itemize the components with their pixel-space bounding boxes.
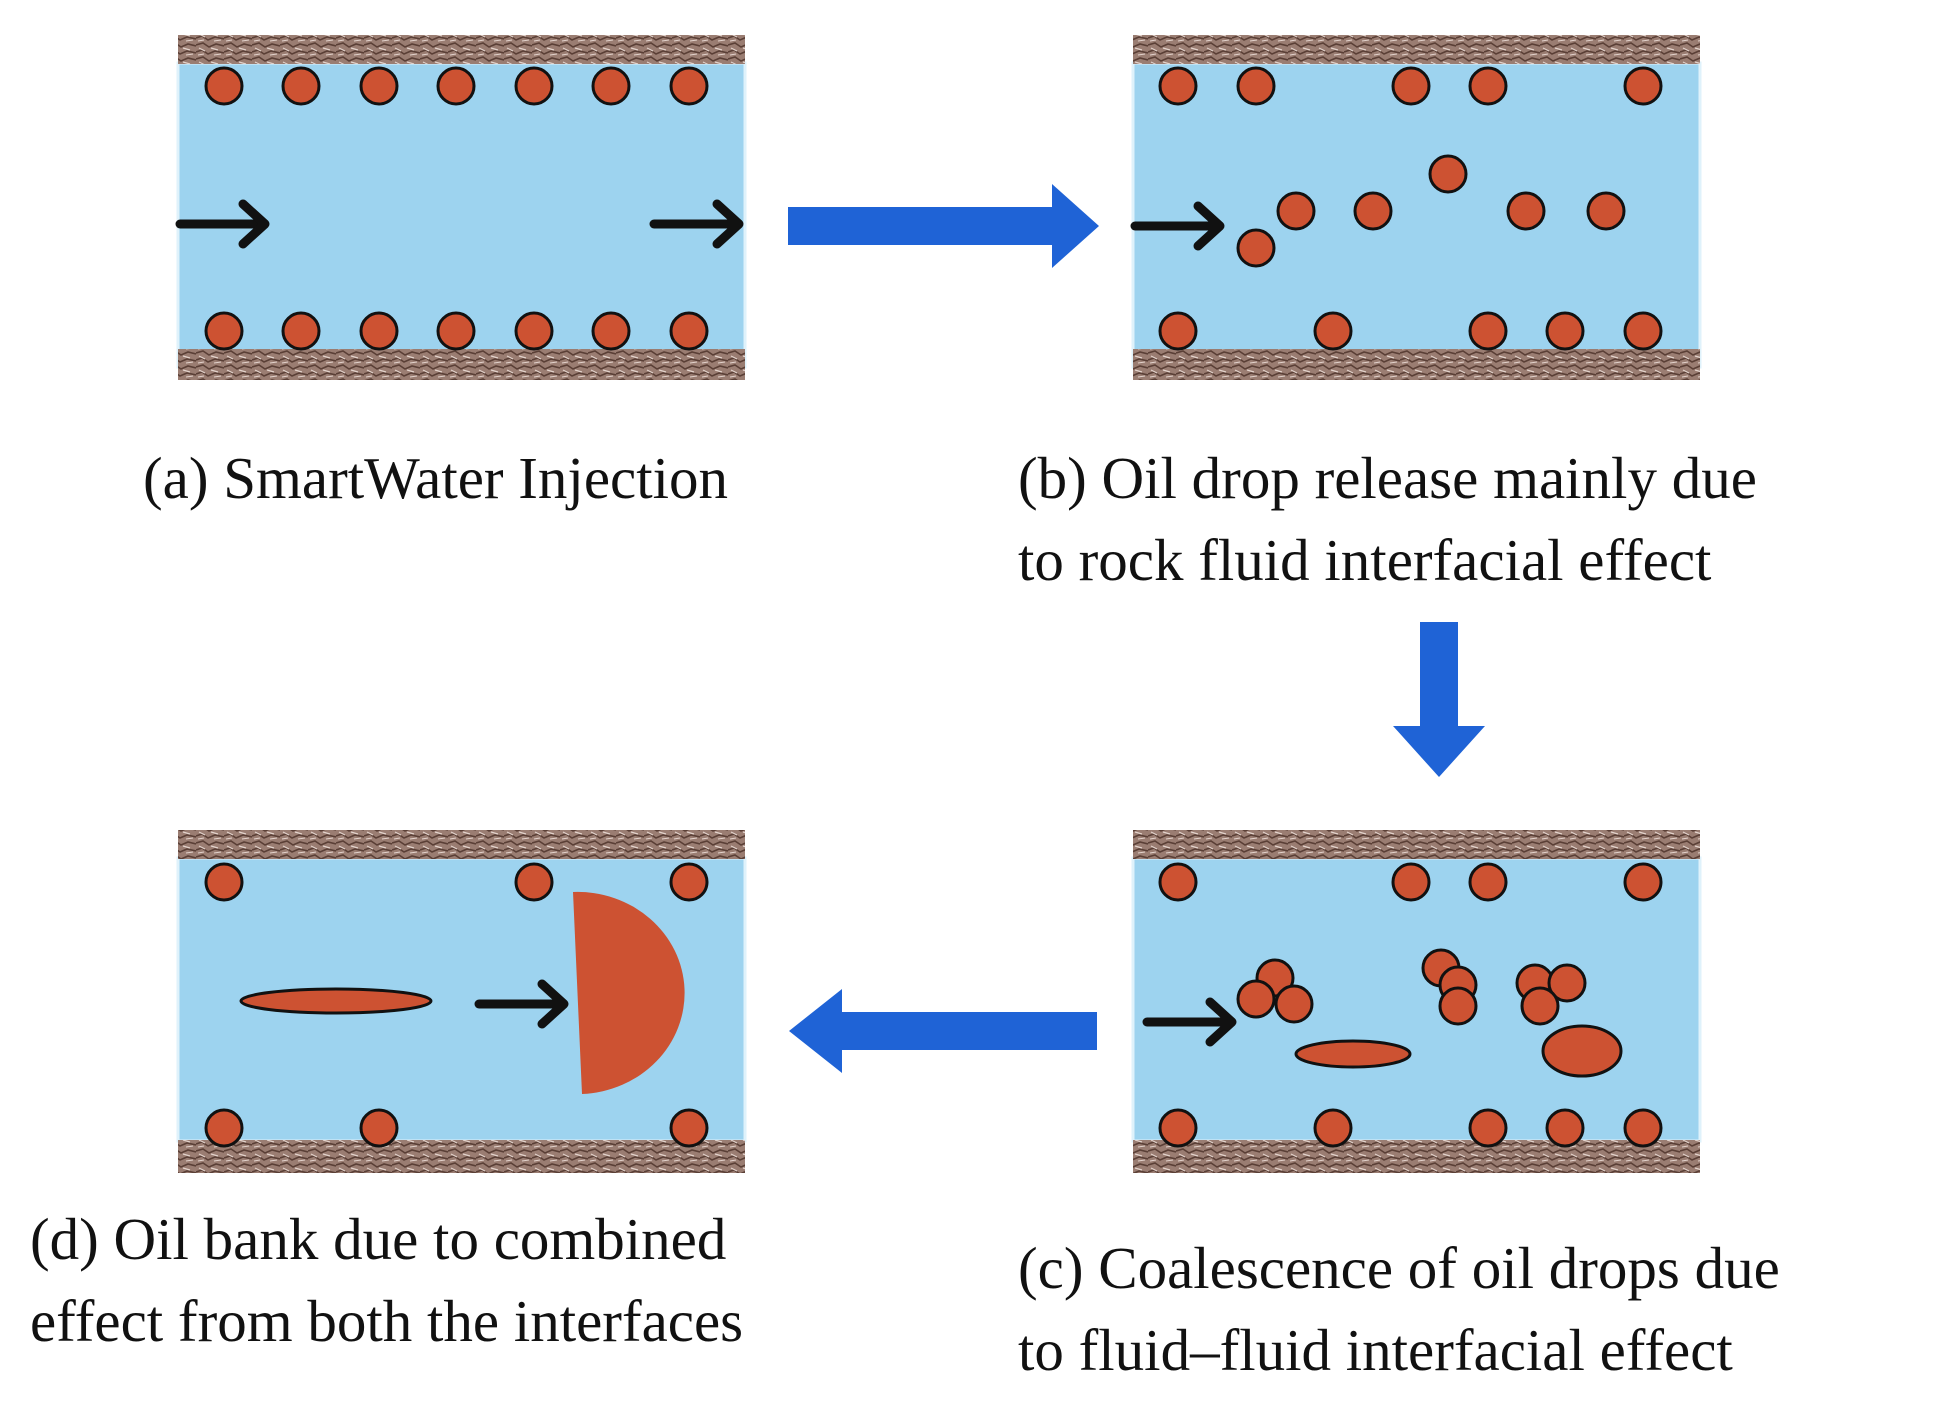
flow-arrow-outlet-a (649, 199, 744, 249)
oil-drop (591, 311, 631, 351)
oil-drop (436, 311, 476, 351)
process-arrow-b-to-c (1393, 622, 1485, 777)
rock-wall-bottom-a (178, 349, 745, 380)
oil-drops-bottom-b (1158, 311, 1663, 351)
panel-a (175, 35, 747, 380)
caption-b-line-1: (b) Oil drop release mainly due (1018, 445, 1757, 511)
coalesced-cluster-3 (1515, 963, 1587, 1026)
oil-drop (281, 66, 321, 106)
oil-drop (1520, 986, 1560, 1026)
oil-drops-top-b (1158, 66, 1663, 106)
oil-drop (1158, 1108, 1198, 1148)
oil-drops-top-c (1158, 862, 1663, 902)
oil-drop (591, 66, 631, 106)
oil-drop (1158, 311, 1198, 351)
oil-drop (1623, 1108, 1663, 1148)
oil-drop (1468, 311, 1508, 351)
flow-arrow-d (474, 979, 569, 1029)
caption-d-line-1: (d) Oil bank due to combined (30, 1206, 727, 1272)
oil-drop (1438, 986, 1478, 1026)
oil-drop (514, 311, 554, 351)
coalesced-cluster-1 (1236, 958, 1314, 1024)
oil-drop (1158, 66, 1198, 106)
oil-bank (573, 891, 685, 1094)
oil-drop (1158, 862, 1198, 902)
oil-drops-bottom-a (204, 311, 709, 351)
oil-drop (669, 311, 709, 351)
oil-drop (1428, 154, 1468, 194)
oil-drop (1623, 862, 1663, 902)
oil-drops-bottom-c (1158, 1108, 1663, 1148)
rock-wall-bottom-c (1133, 1140, 1700, 1173)
oil-drop (1506, 191, 1546, 231)
oil-drop (1547, 963, 1587, 1003)
oil-drop (669, 862, 709, 902)
oil-drops-top-d (204, 862, 709, 902)
panel-b (1130, 35, 1702, 380)
merged-oil-ellipse-round (1541, 1024, 1623, 1078)
oil-drop (1313, 1108, 1353, 1148)
rock-wall-top-c (1133, 830, 1700, 859)
oil-drop (204, 1108, 244, 1148)
oil-drop (1468, 1108, 1508, 1148)
caption-c: (c) Coalescence of oil drops due to flui… (1018, 1227, 1780, 1391)
oil-drop (669, 1108, 709, 1148)
oil-drop (204, 66, 244, 106)
oil-drop (514, 66, 554, 106)
rock-wall-bottom-d (178, 1140, 745, 1173)
merged-oil-ellipse-flat (1294, 1039, 1412, 1069)
oil-drop (1236, 66, 1276, 106)
caption-c-line-2: to fluid–fluid interfacial effect (1018, 1317, 1733, 1383)
flow-arrow-inlet-c (1142, 997, 1237, 1047)
oil-drop (1586, 191, 1626, 231)
oil-drop (1353, 191, 1393, 231)
caption-b-line-2: to rock fluid interfacial effect (1018, 527, 1712, 593)
caption-c-line-1: (c) Coalescence of oil drops due (1018, 1235, 1780, 1301)
rock-wall-bottom-b (1133, 349, 1700, 380)
caption-d-line-2: effect from both the interfaces (30, 1288, 744, 1354)
oil-drop (1313, 311, 1353, 351)
rock-wall-top-b (1133, 35, 1700, 64)
flow-arrow-inlet-b (1130, 201, 1225, 251)
oil-drop (1276, 191, 1316, 231)
oil-drop (359, 311, 399, 351)
oil-drop (1545, 1108, 1585, 1148)
oil-drop (1468, 862, 1508, 902)
oil-drop (1236, 979, 1276, 1019)
oil-drop (1545, 311, 1585, 351)
process-arrow-a-to-b (788, 184, 1099, 268)
oil-drop (281, 311, 321, 351)
oil-drop (1623, 311, 1663, 351)
oil-drop (359, 1108, 399, 1148)
oil-drop (1468, 66, 1508, 106)
caption-a: (a) SmartWater Injection (143, 437, 728, 519)
oil-drops-released-b (1236, 154, 1626, 268)
panel-d (176, 830, 747, 1173)
flow-arrow-inlet-a (175, 199, 270, 249)
oil-drop (1236, 228, 1276, 268)
oil-drop (359, 66, 399, 106)
rock-wall-top-d (178, 830, 745, 859)
caption-d: (d) Oil bank due to combined effect from… (30, 1198, 743, 1362)
oil-drops-top-a (204, 66, 709, 106)
process-arrow-c-to-d (789, 989, 1097, 1073)
oil-drop (1391, 66, 1431, 106)
oil-drop (1391, 862, 1431, 902)
oil-drop (514, 862, 554, 902)
pore-channel-c (1131, 856, 1702, 1143)
panel-c (1131, 830, 1702, 1173)
coalesced-cluster-2 (1421, 948, 1478, 1026)
stretched-oil-drop (239, 987, 433, 1015)
oil-drop (204, 862, 244, 902)
caption-b: (b) Oil drop release mainly due to rock … (1018, 437, 1757, 601)
oil-drop (1274, 984, 1314, 1024)
oil-drop (669, 66, 709, 106)
oil-drops-bottom-d (204, 1108, 709, 1148)
rock-wall-top-a (178, 35, 745, 64)
oil-drop (436, 66, 476, 106)
oil-drop (1623, 66, 1663, 106)
oil-drop (204, 311, 244, 351)
caption-a-line-1: (a) SmartWater Injection (143, 445, 728, 511)
